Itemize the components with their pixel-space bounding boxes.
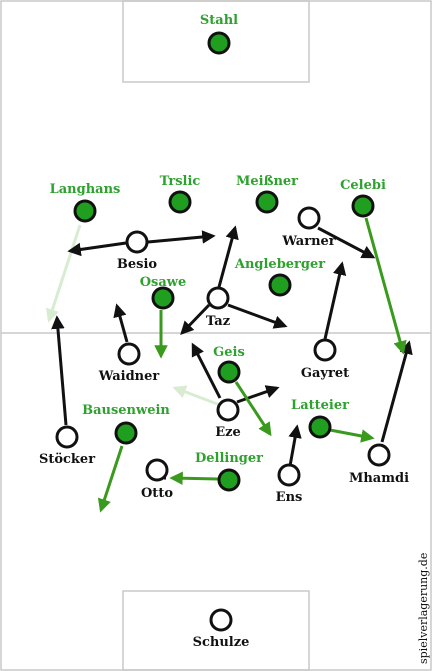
player-label-meissner: Meißner — [236, 174, 298, 189]
player-label-osawe: Osawe — [140, 275, 187, 290]
watermark: spielverlagerung.de — [417, 553, 430, 664]
arrow-ens — [288, 424, 302, 467]
player-label-geis: Geis — [213, 345, 245, 360]
arrow-warner — [317, 226, 376, 259]
player-marker-meissner — [255, 190, 279, 214]
player-label-besio: Besio — [117, 257, 158, 272]
player-marker-latteier — [308, 415, 332, 439]
arrow-taz-right — [227, 303, 288, 329]
player-label-langhans: Langhans — [50, 182, 121, 197]
player-marker-dellinger — [217, 468, 241, 492]
arrow-eze-light — [172, 385, 221, 407]
top-penalty-box — [122, 0, 310, 83]
player-label-bausenwein: Bausenwein — [82, 403, 170, 418]
arrow-geis — [234, 381, 272, 437]
player-label-gayret: Gayret — [301, 366, 349, 381]
player-marker-angleberger — [268, 273, 292, 297]
player-marker-stahl — [207, 31, 231, 55]
player-label-stahl: Stahl — [200, 13, 238, 28]
arrow-gayret — [323, 261, 347, 340]
player-marker-schulze — [209, 608, 233, 632]
player-marker-ens — [277, 463, 301, 487]
player-label-latteier: Latteier — [291, 398, 349, 413]
player-marker-bausenwein — [114, 421, 138, 445]
player-label-eze: Eze — [215, 425, 241, 440]
arrow-taz-left — [180, 303, 211, 335]
player-marker-geis — [217, 360, 241, 384]
player-label-dellinger: Dellinger — [195, 451, 263, 466]
arrow-celebi — [364, 217, 407, 355]
player-label-schulze: Schulze — [193, 635, 250, 650]
player-marker-gayret — [313, 338, 337, 362]
player-label-warner: Warner — [281, 234, 335, 249]
arrow-waidner — [113, 303, 129, 343]
bottom-penalty-box — [122, 590, 310, 671]
player-marker-otto — [145, 458, 169, 482]
player-marker-celebi — [351, 194, 375, 218]
arrow-latteier — [329, 428, 375, 443]
player-label-ens: Ens — [276, 490, 303, 505]
player-marker-eze — [216, 398, 240, 422]
player-marker-waidner — [117, 342, 141, 366]
player-marker-trslic — [168, 190, 192, 214]
player-label-celebi: Celebi — [340, 178, 386, 193]
arrow-langhans-light — [45, 224, 82, 323]
player-label-taz: Taz — [206, 314, 230, 329]
player-label-trslic: Trslic — [160, 174, 201, 189]
arrow-bausenwein — [97, 445, 124, 513]
arrow-mhamdi — [380, 340, 413, 443]
player-label-waidner: Waidner — [98, 369, 160, 384]
arrow-eze-up — [191, 342, 222, 399]
player-marker-besio — [125, 230, 149, 254]
player-label-otto: Otto — [141, 486, 173, 501]
player-marker-mhamdi — [367, 443, 391, 467]
arrow-besio-right — [147, 230, 216, 244]
player-marker-langhans — [73, 199, 97, 223]
arrow-taz-up — [217, 225, 239, 288]
player-label-angleberger: Angleberger — [234, 257, 325, 272]
player-marker-taz — [206, 286, 230, 310]
arrow-eze-right — [236, 385, 280, 404]
player-label-mhamdi: Mhamdi — [349, 471, 409, 486]
player-label-stocker: Stöcker — [39, 452, 95, 467]
player-marker-stocker — [55, 425, 79, 449]
player-marker-osawe — [151, 286, 175, 310]
arrow-dellinger — [169, 471, 219, 485]
arrow-besio-left — [67, 241, 127, 257]
arrow-stocker — [51, 315, 68, 426]
player-marker-warner — [297, 206, 321, 230]
